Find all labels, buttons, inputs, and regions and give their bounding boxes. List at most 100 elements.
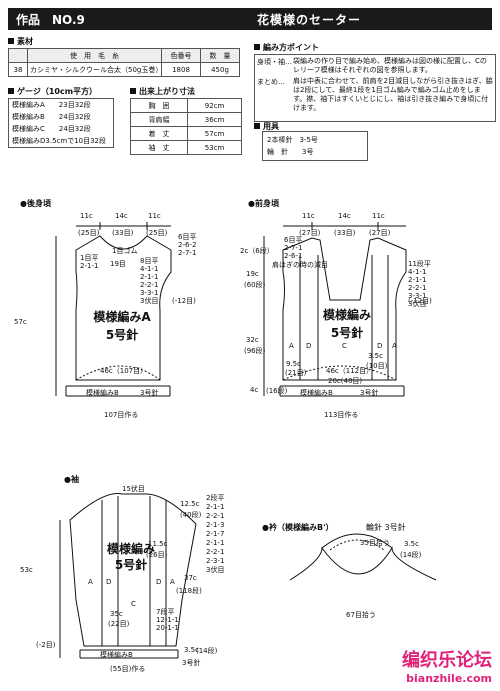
tool-row: 輪 針 3号 — [267, 148, 314, 156]
front-letter-a: A — [289, 342, 294, 350]
point-text: 袋編みの作り目で編み始め、模様編みは図の様に配置し、Cのレリーフ模様はそれぞれの… — [293, 57, 487, 74]
tools-heading: 用具 — [254, 121, 279, 132]
gauge-row: 模様編みC 24目32段 — [12, 125, 91, 133]
collar-rows: (14段) — [400, 551, 422, 559]
back-heading: ●後身頃 — [20, 199, 51, 208]
finished-heading: 出来上がり寸法 — [130, 86, 195, 97]
work-number: 作品 NO.9 — [16, 12, 85, 27]
front-heading: ●前身頃 — [248, 199, 279, 208]
sleeve-bottom-stitches: (22目) — [108, 620, 130, 628]
back-needle: 5号針 — [105, 328, 139, 342]
back-top2-mid: (33目) — [112, 229, 134, 237]
header-bar: 作品 NO.9 花模様のセーター — [8, 8, 492, 30]
col-header — [8, 48, 28, 63]
collar-pickup-top: 35目拾う — [360, 539, 390, 547]
front-hem-needle: 3号針 — [360, 389, 379, 397]
back-hem-width: 46c（107目） — [100, 367, 148, 375]
front-top-left: 11c — [302, 212, 315, 220]
back-body-outline — [55, 222, 172, 397]
back-cast-on: 107目作る — [104, 411, 139, 419]
front-side-decrease: (-12目) — [408, 297, 432, 305]
front-mid-length: 32c — [246, 336, 259, 344]
front-top-right: 11c — [372, 212, 385, 220]
back-top-right: 11c — [148, 212, 161, 220]
back-side-decrease: (-12目) — [172, 297, 196, 305]
sleeve-cap-rows: (40段) — [180, 511, 202, 519]
sleeve-needle: 5号針 — [114, 558, 148, 572]
front-panel-width: 9.5c — [286, 360, 301, 368]
front-hem-pattern: 模様編みB — [300, 389, 333, 397]
point-key: 身頃・袖… — [257, 58, 292, 66]
front-hem-length: 4c — [250, 386, 259, 394]
front-top2-right: (27目) — [369, 229, 391, 237]
sleeve-side-decrease: (-2目) — [36, 641, 56, 649]
front-upper-length: 19c — [246, 270, 259, 278]
sleeve-letter-d: D — [106, 578, 112, 586]
sleeve-heading: ●袖 — [64, 475, 79, 484]
gauge-heading: ゲージ（10cm平方） — [8, 86, 97, 97]
front-letter-d: D — [306, 342, 312, 350]
back-neck-rib: 1目ゴム — [112, 247, 138, 255]
front-top2-mid: (33目) — [334, 229, 356, 237]
sleeve-letter-d2: D — [156, 578, 162, 586]
sleeve-hem-rows: (14段) — [196, 647, 218, 655]
front-top-mid: 14c — [338, 212, 351, 220]
front-needle: 5号針 — [330, 326, 364, 340]
front-neck-depth: 2c（6段） — [240, 247, 274, 255]
back-hem-pattern: 模様編みB — [86, 389, 119, 397]
back-top2-right: (25目) — [146, 229, 168, 237]
gauge-row: 模様編みB 24目32段 — [12, 113, 91, 121]
sleeve-mid-rows: (118段) — [176, 587, 202, 595]
materials-heading: 素材 — [8, 36, 33, 47]
sleeve-cast-on: (55目)作る — [110, 665, 146, 673]
collar-outline — [289, 533, 437, 581]
front-edge-width: 3.5c — [368, 352, 383, 360]
back-neck-stitches: 19目 — [110, 260, 126, 268]
back-main-pattern: 模様編みA — [93, 310, 151, 324]
forum-watermark: 编织乐论坛 bianzhile.com — [402, 650, 492, 685]
table-cell: 38 — [8, 62, 28, 77]
front-edge-stitches: (10目) — [366, 362, 388, 370]
tools-box: 2本棒針 3-5号 輪 針 3号 — [262, 131, 368, 161]
front-panel-stitches: (21目) — [285, 369, 307, 377]
collar-pickup-bottom: 67目拾う — [346, 611, 376, 619]
sleeve-bottom-width: 35c — [110, 610, 123, 618]
sleeve-lower-length: 37c — [184, 574, 197, 582]
size-label: 袖 丈 — [129, 140, 189, 155]
front-top2-left: (27目) — [299, 229, 321, 237]
sleeve-letter-a2: A — [170, 578, 175, 586]
front-letter-c: C — [342, 342, 347, 350]
front-letter-a2: A — [392, 342, 397, 350]
sleeve-hem-pattern: 模様編みB — [100, 651, 133, 659]
front-hem-width: 46c（112目） — [326, 367, 374, 375]
front-center-width: 20c(48目) — [328, 377, 363, 385]
sleeve-mid-stitches: (26目) — [146, 551, 168, 559]
gauge-row: 模様編みA 23目32段 — [12, 101, 91, 109]
point-key: まとめ… — [257, 78, 285, 86]
materials-table: 使 用 毛 糸 色番号 数 量 38 カシミヤ・シルクウール合太（50g玉巻） … — [8, 48, 240, 77]
sleeve-top-bindoff: 15伏目 — [122, 485, 145, 493]
gauge-row: 模様編みD3.5cmで10目32段 — [12, 137, 107, 145]
tool-row: 2本棒針 3-5号 — [267, 136, 318, 144]
collar-depth: 3.5c — [404, 540, 419, 548]
back-top-left: 11c — [80, 212, 93, 220]
points-heading: 編み方ポイント — [254, 42, 319, 53]
size-value: 53cm — [187, 140, 242, 155]
sleeve-hem-needle: 3号針 — [182, 659, 201, 667]
back-top-mid: 14c — [115, 212, 128, 220]
sleeve-cap-height: 12.5c — [180, 500, 200, 508]
front-cast-on: 113目作る — [324, 411, 359, 419]
back-hem-needle: 3号針 — [140, 389, 159, 397]
front-mid-rows: (96段) — [244, 347, 266, 355]
front-shoulder-note: 肩はぎの時の減目 — [272, 261, 328, 269]
gauge-box: 模様編みA 23目32段 模様編みB 24目32段 模様編みC 24目32段 模… — [8, 98, 114, 148]
front-hem-rows: (16段) — [266, 387, 288, 395]
